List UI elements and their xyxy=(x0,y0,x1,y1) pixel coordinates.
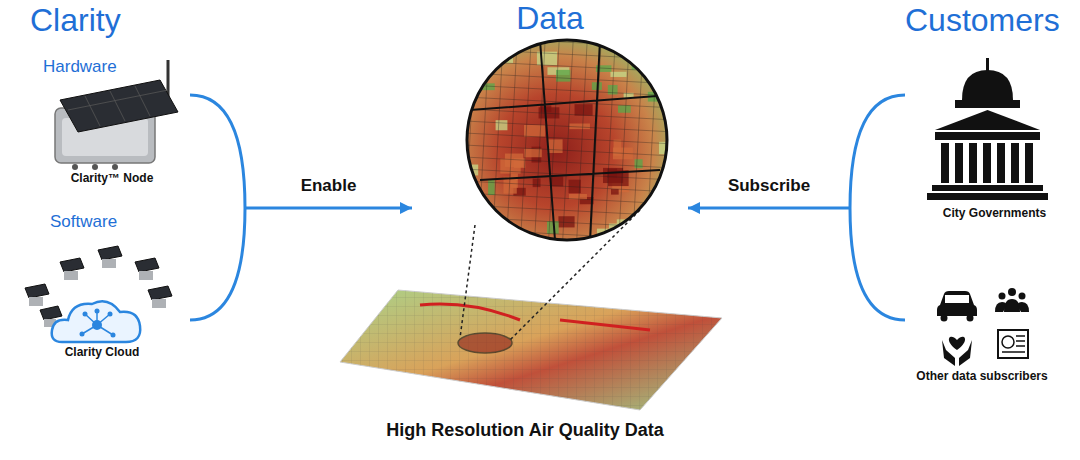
icon-label: Clarity™ Node xyxy=(30,172,194,186)
section-heading: Hardware xyxy=(43,57,117,77)
subscriber-icons xyxy=(937,288,1029,366)
icon-label: City Governments xyxy=(920,207,1069,221)
customer-group: City GovernmentsOther data subscribers Cu… xyxy=(850,0,1075,395)
zoom-circle xyxy=(460,35,694,257)
hardware-box: HardwareClarity™ Node xyxy=(30,55,194,190)
icon-label: Clarity Cloud xyxy=(15,346,189,360)
bracket xyxy=(190,95,245,320)
data-map: Data xyxy=(412,0,688,245)
flow-arrow xyxy=(245,207,412,210)
flow-arrow xyxy=(688,207,850,210)
government-building-icon xyxy=(927,58,1048,200)
customer-box: Other data subscribers xyxy=(890,275,1074,390)
city-map xyxy=(340,210,722,410)
group-heading: Customers xyxy=(905,2,1060,39)
edge-label: Enable xyxy=(298,176,360,196)
group-heading: Data xyxy=(412,0,688,37)
customer-box: City Governments xyxy=(920,55,1069,230)
sensor-device xyxy=(55,60,178,170)
bracket xyxy=(850,95,905,320)
group-heading: Clarity xyxy=(30,2,121,39)
provider-group: HardwareClarity™ NodeSoftwareClarity Clo… xyxy=(10,0,245,375)
edge-label: Subscribe xyxy=(725,176,813,196)
caption: High Resolution Air Quality Data xyxy=(300,420,750,441)
software-box: SoftwareClarity Cloud xyxy=(15,200,189,365)
cloud-network xyxy=(25,246,172,342)
section-heading: Software xyxy=(50,212,117,232)
icon-label: Other data subscribers xyxy=(890,370,1074,384)
